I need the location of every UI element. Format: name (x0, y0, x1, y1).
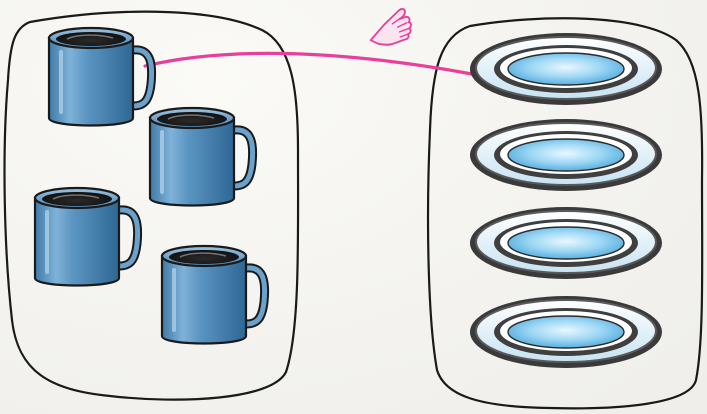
plate-2[interactable] (470, 119, 662, 191)
plate-3[interactable] (470, 207, 662, 279)
plate-4[interactable] (470, 296, 662, 368)
mug-3[interactable] (35, 188, 138, 286)
mug-1[interactable] (49, 28, 152, 126)
matching-line (145, 53, 472, 74)
mug-2[interactable] (150, 108, 253, 206)
plate-1[interactable] (470, 33, 662, 105)
pointing-hand-icon (364, 8, 415, 51)
mug-4[interactable] (162, 246, 265, 344)
